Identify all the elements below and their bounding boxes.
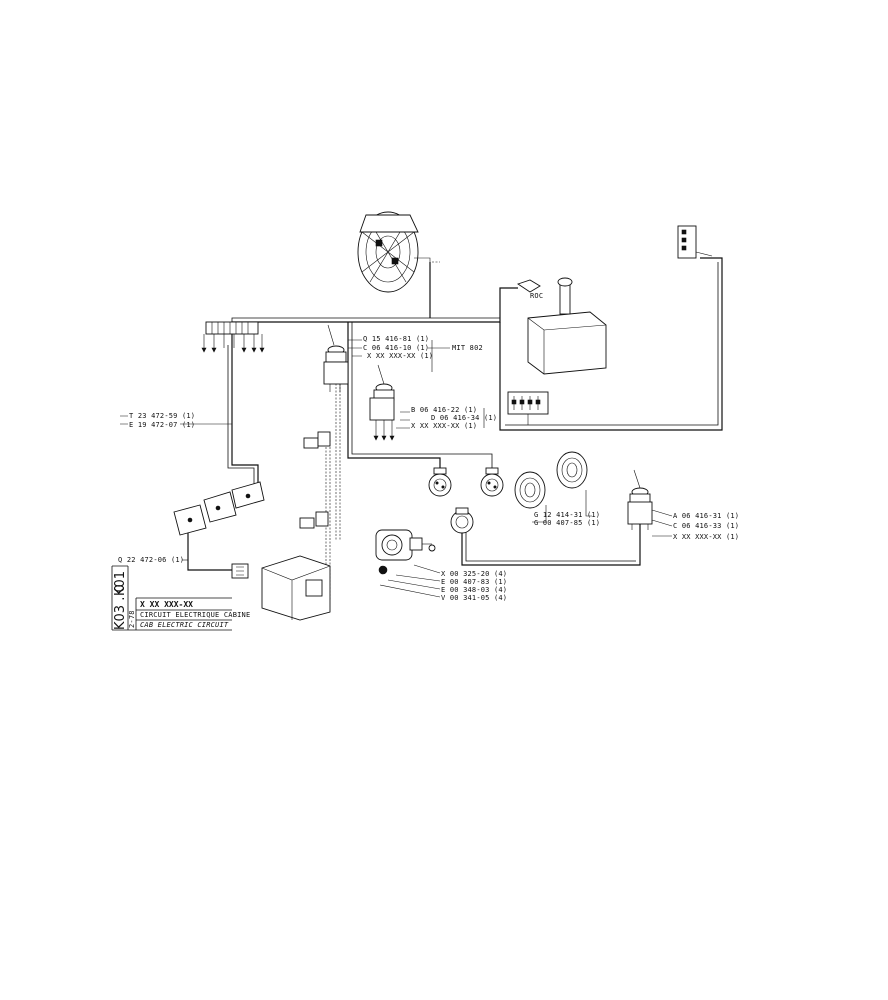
alternator-illustration <box>357 211 431 293</box>
label-b06416: B 06 416-22 (1) <box>411 406 477 414</box>
toggle-switch-3-icon <box>627 469 653 530</box>
junction-box-illustration: ROC <box>516 277 607 375</box>
bracket-assembly-left <box>173 481 265 536</box>
label-e00348: E 00 348-03 (4) <box>441 586 507 594</box>
toggle-switch-2-icon <box>369 364 395 441</box>
title-code-k03: K03 . 0 <box>113 584 128 630</box>
label-e19472: E 19 472-07 (1) <box>129 421 195 429</box>
label-xx-right: X XX XXX-XX (1) <box>673 533 739 541</box>
toggle-switch-1-icon <box>323 324 349 392</box>
label-q22472: Q 22 472-06 (1) <box>118 556 184 564</box>
plug-connector <box>231 563 249 579</box>
terminal-block-top-right <box>677 225 713 259</box>
motor-bracket-illustration <box>261 555 331 621</box>
callout-leaders <box>120 339 673 598</box>
label-c06416-33: C 06 416-33 (1) <box>673 522 739 530</box>
socket-illustration <box>375 529 436 575</box>
grommet-illustrations <box>514 451 588 509</box>
title-side-small: 2-78 <box>128 610 136 628</box>
round-connectors <box>428 467 504 534</box>
part-labels: Q 15 416-81 (1) C 06 416-10 (1) X XX XXX… <box>118 335 739 602</box>
label-xx-mid: X XX XXX-XX (1) <box>411 422 477 430</box>
label-d06416: D 06 416-34 (1) <box>431 414 497 422</box>
fuse-strip-left <box>201 321 265 353</box>
label-xx-top: X XX XXX-XX (1) <box>367 352 433 360</box>
label-x00325: X 00 325-20 (4) <box>441 570 507 578</box>
label-c06416-10: C 06 416-10 (1) <box>363 344 429 352</box>
label-g12414: G 12 414-31 (1) <box>534 511 600 519</box>
label-a06416: A 06 416-31 (1) <box>673 512 739 520</box>
fuse-block-right <box>507 391 549 425</box>
harness-clips <box>299 431 331 529</box>
title-en: CAB ELECTRIC CIRCUIT <box>140 621 229 629</box>
label-t23472: T 23 472-59 (1) <box>129 412 195 420</box>
label-g00407: G 00 407-85 (1) <box>534 519 600 527</box>
title-code-k01: K01 <box>113 571 128 596</box>
title-block: K01 K03 . 0 2-78 X XX XXX-XX CIRCUIT ELE… <box>111 565 250 631</box>
label-mit802: MIT 802 <box>452 344 483 352</box>
label-q15416: Q 15 416-81 (1) <box>363 335 429 343</box>
title-part-ref: X XX XXX-XX <box>140 600 193 609</box>
label-v00341: V 00 341-05 (4) <box>441 594 507 602</box>
title-fr: CIRCUIT ELECTRIQUE CABINE <box>140 611 250 619</box>
label-e00407: E 00 407-83 (1) <box>441 578 507 586</box>
svg-text:ROC: ROC <box>530 292 543 300</box>
